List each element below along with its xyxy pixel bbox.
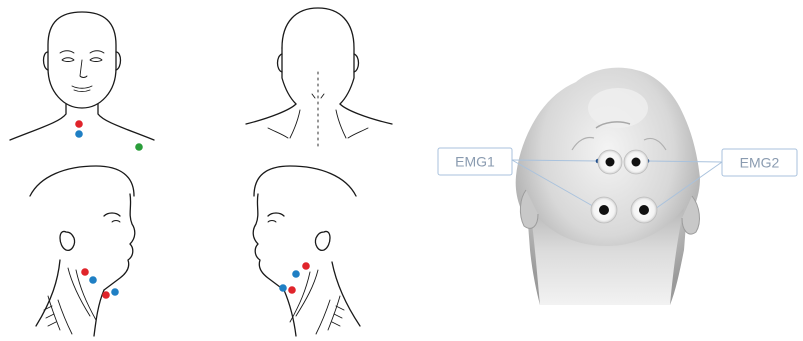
emg1-label: EMG1 [455,154,495,170]
right-profile-red-electrode-2 [288,286,296,294]
left-profile-blue-electrode-1 [89,276,97,284]
emg2-label: EMG2 [740,155,780,171]
line-drawing-panel [0,0,400,341]
electrode-pad-emg2-lower [631,197,657,223]
emg-render-panel: EMG1 EMG2 [400,0,803,341]
left-profile-red-electrode-1 [81,268,89,276]
right-profile-blue-electrode-2 [279,284,287,292]
electrode-pad-emg1-lower [591,197,617,223]
back-view-head [246,8,392,146]
front-blue-electrode [75,130,83,138]
emg-render-svg: EMG1 EMG2 [400,0,803,341]
rendered-head [516,68,700,305]
right-profile-red-electrode-1 [302,262,310,270]
right-profile-head [253,166,360,336]
front-red-electrode [75,120,83,128]
left-profile-head [30,166,135,336]
emg2-callout: EMG2 [722,149,797,176]
front-view-head [10,12,154,140]
right-profile-blue-electrode-1 [292,270,300,278]
left-profile-red-electrode-2 [102,291,110,299]
left-profile-blue-electrode-2 [111,288,119,296]
line-drawings-svg [0,0,400,341]
electrode-pad-emg2-upper [624,150,648,174]
emg1-callout: EMG1 [438,148,512,175]
front-green-electrode [135,143,143,151]
electrode-pad-emg1-upper [598,150,622,174]
